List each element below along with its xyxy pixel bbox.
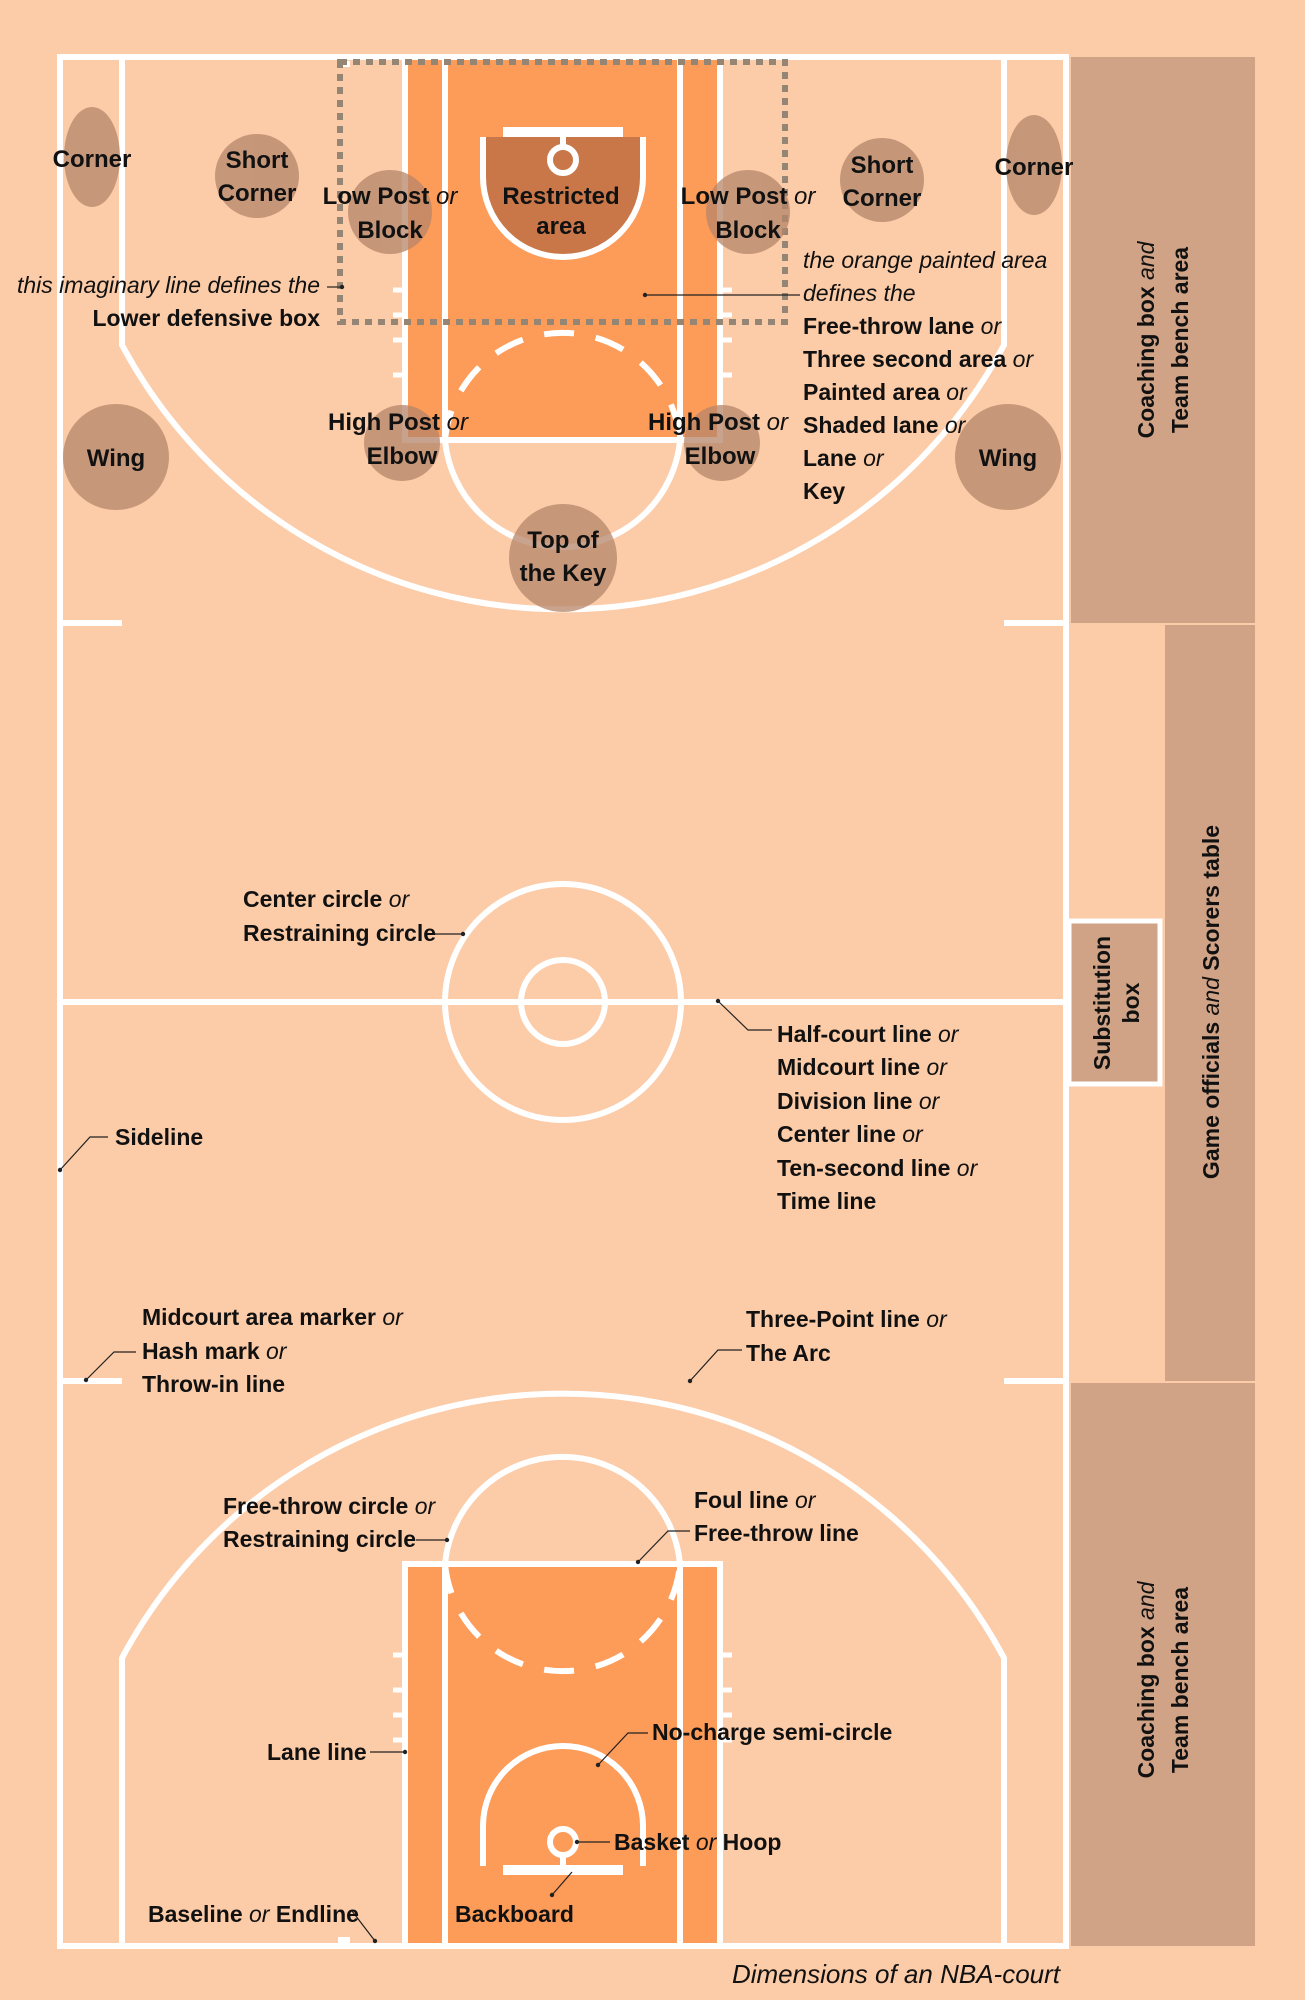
coaching-box-top — [1071, 57, 1255, 623]
lower-defensive-box-label: Lower defensive box — [92, 305, 320, 331]
substitution-box — [1066, 918, 1163, 1087]
short-corner-left-label: Short — [226, 147, 289, 174]
free-throw-circle-label: Free-throw circle or — [223, 1493, 437, 1519]
short-corner-right-label: Short — [851, 152, 914, 179]
lane-line-label: Lane line — [267, 1739, 367, 1765]
high-post-left-spot — [364, 405, 440, 481]
restricted-area-label: Restricted — [502, 183, 619, 210]
ten-second-line-label: Ten-second line or — [777, 1155, 979, 1181]
baseline-label: Baseline or Endline — [148, 1901, 359, 1927]
wing-left-spot — [63, 404, 169, 510]
corner-left-spot — [64, 107, 120, 207]
elbow-left-label: Elbow — [367, 443, 438, 470]
throw-in-line-label: Throw-in line — [142, 1371, 285, 1397]
no-charge-semicircle-top — [480, 137, 646, 260]
no-charge-semicircle-bottom — [480, 1743, 646, 1866]
block-left-label: Block — [357, 217, 423, 244]
lane-outline-bottom — [402, 1561, 723, 1949]
wing-right-spot — [955, 404, 1061, 510]
officials-table — [1165, 625, 1255, 1381]
painted-area-note: the orange painted area — [803, 247, 1047, 273]
low-post-right-label: Low Post or — [681, 183, 817, 210]
low-post-left-spot — [348, 170, 432, 254]
midcourt-area-marker-label: Midcourt area marker or — [142, 1304, 404, 1330]
backboard-label: Backboard — [455, 1901, 574, 1927]
time-line-label: Time line — [777, 1188, 876, 1214]
officials-table-label: Game officials and Scorers table — [1198, 825, 1224, 1179]
three-second-area-label: Three second area or — [803, 346, 1034, 372]
center-line-label: Center line or — [777, 1121, 924, 1147]
corner-right-label: Corner — [995, 154, 1074, 181]
free-throw-circle-bottom — [442, 1453, 683, 1565]
restricted-area — [483, 137, 643, 257]
substitution-box-label: Substitution — [1089, 936, 1115, 1070]
coaching-box-top-label: Coaching box and — [1133, 240, 1159, 438]
corner-right-spot — [1006, 115, 1062, 215]
key-label: Key — [803, 478, 845, 504]
half-court-line-label: Half-court line or — [777, 1021, 960, 1047]
high-post-left-label: High Post or — [328, 409, 469, 436]
top-of-key-spot — [509, 504, 617, 612]
free-throw-line-label: Free-throw line — [694, 1520, 859, 1546]
foul-line-label: Foul line or — [694, 1487, 817, 1513]
wing-left-label: Wing — [87, 445, 145, 472]
restraining-circle-bottom-label: Restraining circle — [223, 1526, 416, 1552]
three-point-line-label: Three-Point line or — [746, 1306, 948, 1332]
short-corner-right-spot — [840, 138, 924, 222]
inner-center-circle — [518, 957, 608, 1047]
lane-label: Lane or — [803, 445, 885, 471]
sideline-label: Sideline — [115, 1124, 203, 1150]
midcourt-line-label: Midcourt line or — [777, 1054, 948, 1080]
center-circle — [442, 881, 684, 1123]
three-point-line-bottom — [119, 1390, 1007, 1946]
coaching-box-bottom-label: Coaching box and — [1133, 1580, 1159, 1778]
high-post-right-spot — [684, 405, 760, 481]
short-corner-left-spot — [215, 134, 299, 218]
center-circle-label: Center circle or — [243, 886, 411, 912]
caption: Dimensions of an NBA-court — [732, 1959, 1062, 1989]
high-post-right-label: High Post or — [648, 409, 789, 436]
painted-lane-bottom — [405, 1564, 720, 1946]
wing-right-label: Wing — [979, 445, 1037, 472]
block-right-label: Block — [715, 217, 781, 244]
basket-label: Basket or Hoop — [614, 1829, 781, 1855]
restricted-area-label-2: area — [536, 213, 586, 240]
short-corner-right-label-2: Corner — [843, 185, 922, 212]
division-line-label: Division line or — [777, 1088, 941, 1114]
lower-defensive-box-note: this imaginary line defines the — [17, 272, 320, 298]
short-corner-left-label-2: Corner — [218, 180, 297, 207]
corner-left-label: Corner — [53, 146, 132, 173]
substitution-box-label-2: box — [1118, 982, 1144, 1023]
restraining-circle-label: Restraining circle — [243, 920, 436, 946]
top-of-key-label: Top of — [527, 527, 600, 554]
top-of-key-label-2: the Key — [520, 560, 607, 587]
elbow-right-label: Elbow — [685, 443, 756, 470]
the-arc-label: The Arc — [746, 1340, 831, 1366]
painted-area-note-2: defines the — [803, 280, 916, 306]
team-bench-bottom-label: Team bench area — [1167, 1587, 1193, 1773]
low-post-right-spot — [706, 170, 790, 254]
hash-mark-label: Hash mark or — [142, 1338, 288, 1364]
painted-area-label: Painted area or — [803, 379, 968, 405]
no-charge-label: No-charge semi-circle — [652, 1719, 892, 1745]
free-throw-lane-label: Free-throw lane or — [803, 313, 1002, 339]
team-bench-top-label: Team bench area — [1167, 247, 1193, 433]
low-post-left-label: Low Post or — [323, 183, 459, 210]
coaching-box-bottom — [1071, 1383, 1255, 1946]
shaded-lane-label: Shaded lane or — [803, 412, 967, 438]
lower-defensive-box — [337, 59, 788, 325]
